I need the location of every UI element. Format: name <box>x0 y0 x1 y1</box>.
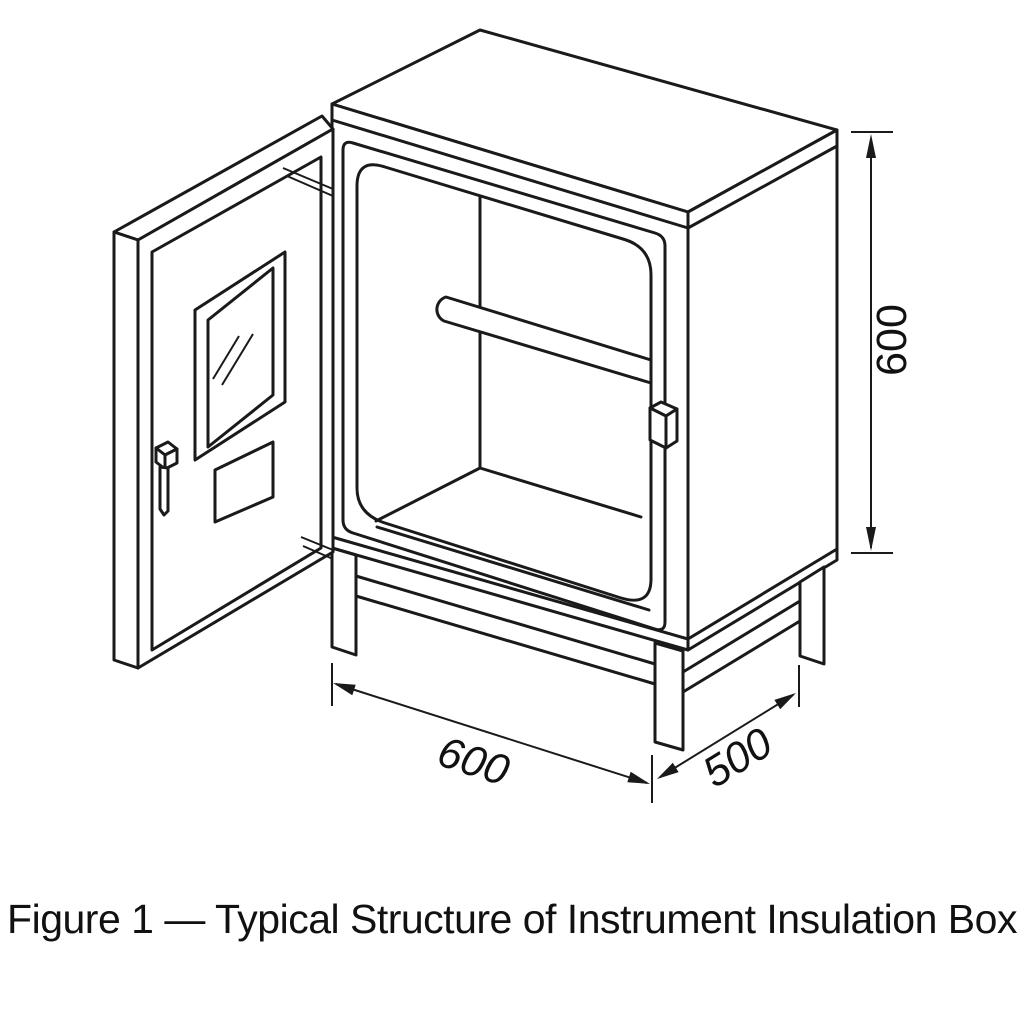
cabinet-right-face <box>686 128 839 652</box>
cabinet-bottom-thickness <box>330 535 839 641</box>
interior-floor-front-edge <box>375 525 651 612</box>
door-opening-frame <box>341 140 667 632</box>
depth-dim-label: 500 <box>695 719 781 798</box>
latch-block <box>648 400 679 450</box>
door-window-glass <box>206 266 275 449</box>
door-nameplate <box>213 440 275 524</box>
cabinet-top-thickness <box>330 118 839 230</box>
height-arrow-up <box>866 134 876 158</box>
depth-arrow-right <box>774 693 796 710</box>
glass-reflection-lines <box>212 333 254 386</box>
frame-inner-line <box>355 163 653 602</box>
stand-leg-front-right <box>653 641 685 752</box>
width-dim-line <box>335 683 648 784</box>
stand-right-rail <box>681 599 802 694</box>
door-handle <box>154 440 179 517</box>
interior-rail <box>435 295 653 385</box>
stand-leg-rear-right <box>798 565 826 666</box>
height-dim-label: 600 <box>868 304 916 376</box>
depth-arrow-left <box>657 762 679 779</box>
cabinet-door <box>112 114 335 670</box>
stand-leg-front-left <box>330 546 358 657</box>
door-inner-panel-line <box>150 155 323 652</box>
stand <box>330 546 826 752</box>
door-left-edge-face <box>112 230 140 670</box>
door-window-outer <box>193 250 287 462</box>
figure-caption: Figure 1 — Typical Structure of Instrume… <box>7 896 1017 942</box>
depth-dim-line <box>659 694 794 778</box>
door-hinges <box>282 167 334 560</box>
frame-outer-line <box>341 140 667 632</box>
dimension-height: 600 <box>851 131 916 554</box>
stand-front-rail <box>354 574 657 686</box>
interior-wall-base-lines <box>374 466 643 523</box>
width-arrow-right <box>627 771 650 784</box>
cabinet-body <box>330 28 839 652</box>
cabinet-interior <box>374 194 653 612</box>
dimension-width: 600 <box>331 663 653 803</box>
height-arrow-down <box>866 527 876 551</box>
width-arrow-left <box>333 683 356 696</box>
